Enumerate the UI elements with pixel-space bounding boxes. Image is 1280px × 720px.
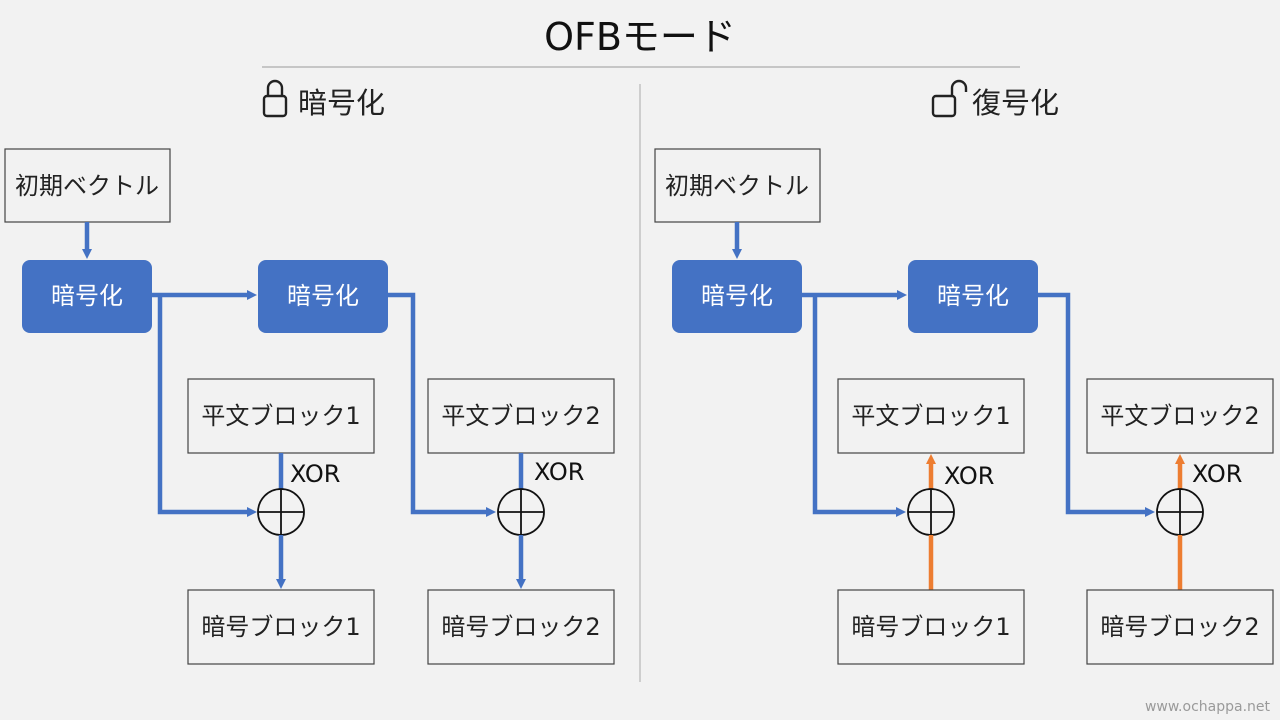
diagram-title: OFBモード (544, 15, 736, 59)
plaintext-box-1-label: 平文ブロック1 (201, 402, 360, 430)
cipher-block-1-decrypt (672, 260, 802, 333)
xor-symbol-1 (257, 488, 305, 536)
xor-symbol-2-decrypt (1156, 488, 1204, 536)
iv-box (4, 148, 171, 223)
xor-label-2: XOR (534, 458, 584, 486)
ciphertext-box-1 (187, 589, 375, 665)
ciphertext-input-box-2 (1086, 589, 1274, 665)
ciphertext-box-2-label: 暗号ブロック2 (441, 613, 600, 641)
footer-credit: www.ochappa.net (1145, 699, 1271, 715)
xor-symbol-1-decrypt (907, 488, 955, 536)
flow-arrow-keystream-2-decrypt (1038, 292, 1155, 517)
lock-open-icon (931, 79, 968, 118)
cipher-block-2-label: 暗号化 (287, 282, 359, 310)
decryption-heading: 復号化 (972, 86, 1059, 120)
cipher-block-1-decrypt-label: 暗号化 (701, 282, 773, 310)
ciphertext-input-box-1 (837, 589, 1025, 665)
lock-closed-icon (262, 79, 288, 118)
cipher-block-2-decrypt-label: 暗号化 (937, 282, 1009, 310)
flow-arrow-keystream-1 (157, 295, 257, 517)
cipher-block-1-label: 暗号化 (51, 282, 123, 310)
plaintext-output-box-2-label: 平文ブロック2 (1100, 402, 1259, 430)
ciphertext-input-box-1-label: 暗号ブロック1 (851, 613, 1010, 641)
cipher-block-2-decrypt (908, 260, 1038, 333)
xor-symbol-2 (497, 488, 545, 536)
iv-label-decrypt: 初期ベクトル (665, 172, 809, 200)
plaintext-output-box-1-label: 平文ブロック1 (851, 402, 1010, 430)
xor-label-1-decrypt: XOR (944, 462, 994, 490)
encryption-heading: 暗号化 (298, 86, 385, 120)
ciphertext-box-2 (427, 589, 615, 665)
plaintext-box-2-label: 平文ブロック2 (441, 402, 600, 430)
encryption-section: 暗号化 初期ベクトル 暗号化 暗号化 平文ブロック1 平文ブロック2 (4, 79, 615, 665)
cipher-block-2 (258, 260, 388, 333)
ciphertext-input-box-2-label: 暗号ブロック2 (1100, 613, 1259, 641)
xor-label-1: XOR (290, 460, 340, 488)
plaintext-output-box-2 (1086, 378, 1274, 454)
plaintext-box-2 (427, 378, 615, 454)
plaintext-output-box-1 (837, 378, 1025, 454)
cipher-block-1 (22, 260, 152, 333)
iv-box-decrypt (654, 148, 821, 223)
iv-label: 初期ベクトル (15, 172, 159, 200)
plaintext-box-1 (187, 378, 375, 454)
ciphertext-box-1-label: 暗号ブロック1 (201, 613, 360, 641)
xor-label-2-decrypt: XOR (1192, 460, 1242, 488)
decryption-section: 復号化 初期ベクトル 暗号化 暗号化 平文ブロック1 平文ブロック2 XOR (654, 79, 1274, 665)
flow-arrow-keystream-1-decrypt (812, 295, 906, 517)
flow-arrow-keystream-2 (388, 292, 496, 517)
